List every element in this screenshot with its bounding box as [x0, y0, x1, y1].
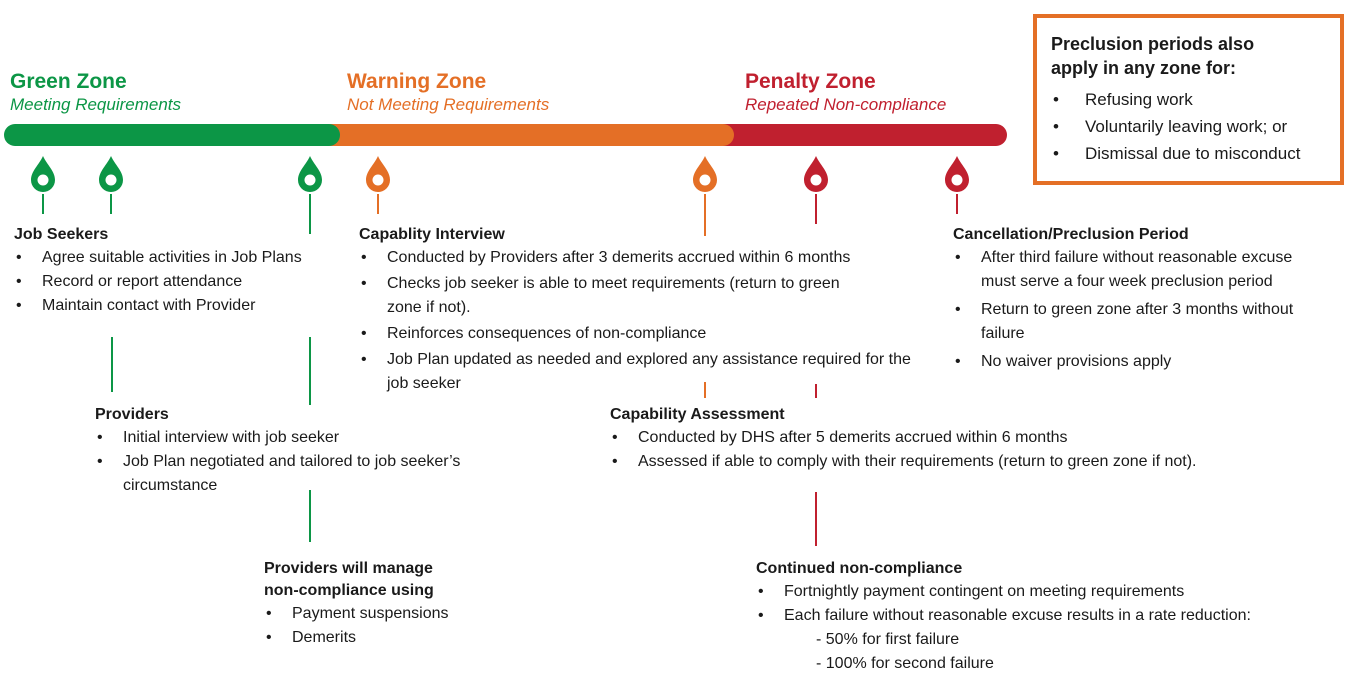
penalty-zone-bar	[700, 124, 1007, 146]
list-item: - 100% for second failure	[816, 655, 994, 672]
job-seekers-block: Job Seekers Agree suitable activities in…	[14, 224, 344, 318]
list-item: Dismissal due to misconduct	[1051, 140, 1300, 167]
providers-manage-list: Payment suspensions Demerits	[264, 602, 564, 650]
connector-line	[815, 194, 817, 224]
preclusion-title-line2: apply in any zone for:	[1051, 58, 1237, 78]
penalty-zone-heading: Penalty Zone Repeated Non-compliance	[745, 70, 946, 116]
warning-zone-title: Warning Zone	[347, 70, 487, 93]
red-pin-icon	[945, 156, 969, 192]
providers-list: Initial interview with job seeker Job Pl…	[95, 426, 515, 498]
list-item: Voluntarily leaving work; or	[1051, 113, 1300, 140]
list-item: Reinforces consequences of non-complianc…	[359, 322, 934, 346]
providers-manage-title-line1: Providers will manage	[264, 560, 433, 577]
providers-manage-block: Providers will manage non-compliance usi…	[264, 558, 564, 650]
green-pin-icon	[99, 156, 123, 192]
connector-line	[309, 194, 311, 234]
providers-manage-title-line2: non-compliance using	[264, 582, 434, 599]
capability-interview-list: Conducted by Providers after 3 demerits …	[359, 246, 934, 396]
list-item: Conducted by DHS after 5 demerits accrue…	[610, 426, 1355, 450]
rate-reduction-list: - 50% for first failure - 100% for secon…	[756, 628, 1356, 676]
green-zone-bar	[4, 124, 340, 146]
list-item: Maintain contact with Provider	[14, 294, 344, 318]
list-item: Initial interview with job seeker	[95, 426, 515, 450]
penalty-zone-subtitle: Repeated Non-compliance	[745, 95, 947, 114]
capability-assessment-list: Conducted by DHS after 5 demerits accrue…	[610, 426, 1355, 474]
green-zone-title: Green Zone	[10, 70, 127, 93]
connector-line	[704, 194, 706, 236]
preclusion-box: Preclusion periods also apply in any zon…	[1033, 14, 1344, 185]
list-item: - 50% for first failure	[816, 631, 960, 648]
capability-assessment-title: Capability Assessment	[610, 406, 785, 423]
preclusion-title-line1: Preclusion periods also	[1051, 34, 1255, 54]
penalty-zone-title: Penalty Zone	[745, 70, 876, 93]
connector-line	[110, 194, 112, 214]
warning-zone-subtitle: Not Meeting Requirements	[347, 95, 550, 114]
providers-block: Providers Initial interview with job see…	[95, 404, 515, 498]
capability-interview-title: Capablity Interview	[359, 226, 505, 243]
cancellation-list: After third failure without reasonable e…	[953, 246, 1298, 374]
list-item: Demerits	[264, 626, 564, 650]
continued-noncompliance-block: Continued non-compliance Fortnightly pay…	[756, 558, 1356, 676]
orange-pin-icon	[693, 156, 717, 192]
list-item: Payment suspensions	[264, 602, 564, 626]
list-item: Job Plan updated as needed and explored …	[359, 348, 934, 396]
green-zone-subtitle: Meeting Requirements	[10, 95, 182, 114]
list-item: Fortnightly payment contingent on meetin…	[756, 580, 1356, 604]
connector-line	[956, 194, 958, 214]
cancellation-title: Cancellation/Preclusion Period	[953, 226, 1189, 243]
list-item: Conducted by Providers after 3 demerits …	[359, 246, 934, 270]
continued-title: Continued non-compliance	[756, 560, 963, 577]
job-seekers-list: Agree suitable activities in Job Plans R…	[14, 246, 344, 318]
connector-line	[377, 194, 379, 214]
list-item: Refusing work	[1051, 86, 1300, 113]
job-seekers-title: Job Seekers	[14, 226, 109, 243]
continued-list: Fortnightly payment contingent on meetin…	[756, 580, 1356, 628]
providers-title: Providers	[95, 406, 169, 423]
red-pin-icon	[804, 156, 828, 192]
connector-line	[815, 492, 817, 546]
connector-line	[42, 194, 44, 214]
list-item: Each failure without reasonable excuse r…	[756, 604, 1356, 628]
preclusion-list: Refusing work Voluntarily leaving work; …	[1051, 86, 1300, 167]
list-item: Record or report attendance	[14, 270, 344, 294]
green-zone-heading: Green Zone Meeting Requirements	[10, 70, 181, 116]
capability-assessment-block: Capability Assessment Conducted by DHS a…	[610, 404, 1355, 474]
connector-line	[309, 337, 311, 405]
connector-line	[111, 337, 113, 392]
list-item: Job Plan negotiated and tailored to job …	[95, 450, 515, 498]
warning-zone-heading: Warning Zone Not Meeting Requirements	[347, 70, 549, 116]
orange-pin-icon	[366, 156, 390, 192]
warning-zone-bar	[310, 124, 734, 146]
capability-interview-block: Capablity Interview Conducted by Provide…	[359, 224, 934, 396]
list-item: Return to green zone after 3 months with…	[953, 298, 1298, 346]
cancellation-block: Cancellation/Preclusion Period After thi…	[953, 224, 1298, 374]
list-item: Checks job seeker is able to meet requir…	[359, 272, 934, 320]
green-pin-icon	[31, 156, 55, 192]
connector-line	[309, 490, 311, 542]
list-item: Assessed if able to comply with their re…	[610, 450, 1355, 474]
green-pin-icon	[298, 156, 322, 192]
list-item: No waiver provisions apply	[953, 350, 1298, 374]
list-item: Agree suitable activities in Job Plans	[14, 246, 344, 270]
list-item: After third failure without reasonable e…	[953, 246, 1298, 294]
